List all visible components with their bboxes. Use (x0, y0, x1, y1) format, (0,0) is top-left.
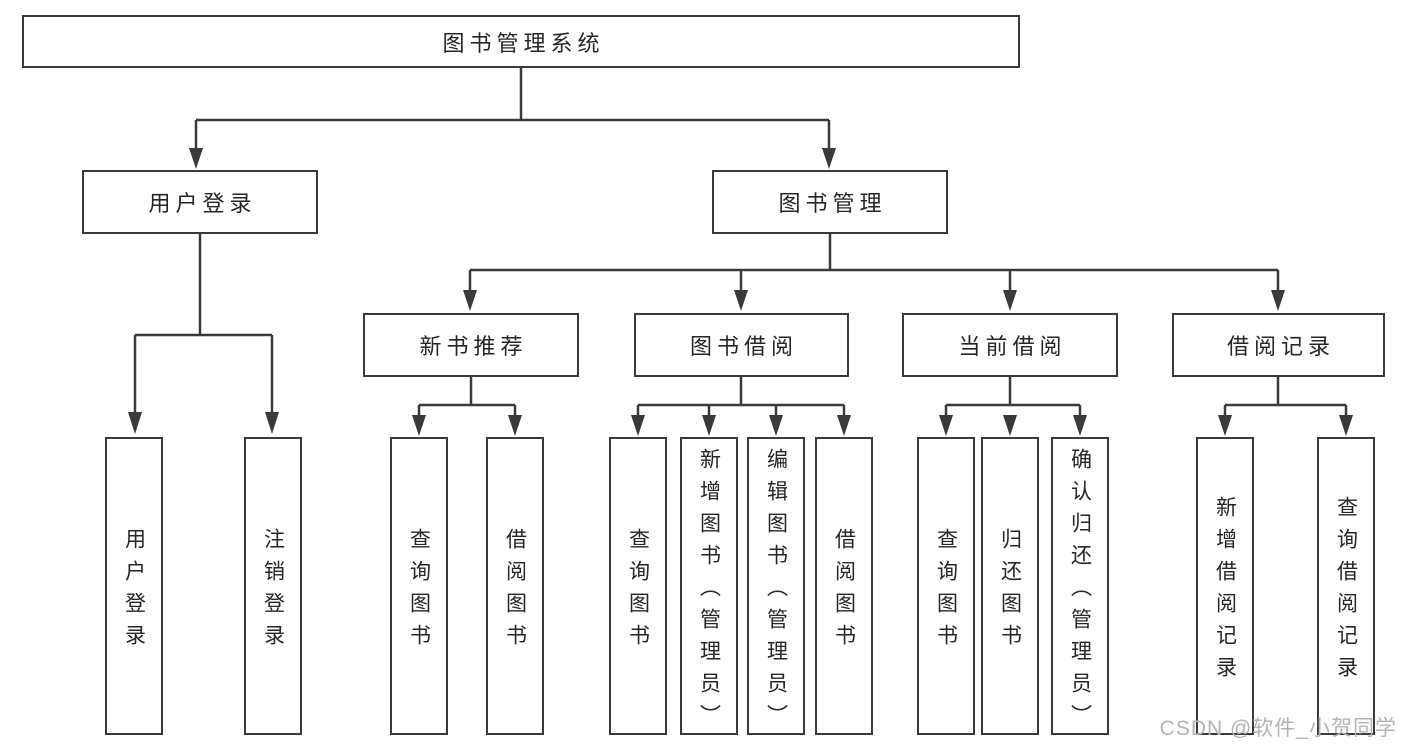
node-current-borrow-label: 当前借阅 (958, 334, 1067, 359)
leaf-return-books-label: 归还图书 (998, 527, 1022, 656)
csdn-watermark: CSDN @软件_小贺同学 (1159, 717, 1397, 740)
node-book-management: 图书管理 (712, 170, 948, 234)
leaf-return-books: 归还图书 (981, 437, 1039, 735)
node-book-borrow-label: 图书借阅 (689, 334, 798, 359)
leaf-query-books-borrow: 查询图书 (609, 437, 667, 735)
node-borrow-records: 借阅记录 (1172, 313, 1385, 377)
node-new-book-recommend-label: 新书推荐 (419, 334, 528, 359)
leaf-add-books-admin-label: 新增图书（管理员） (697, 447, 721, 736)
node-current-borrow: 当前借阅 (902, 313, 1118, 377)
leaf-query-borrow-record: 查询借阅记录 (1317, 437, 1375, 735)
leaf-add-books-admin: 新增图书（管理员） (680, 437, 738, 736)
node-borrow-records-label: 借阅记录 (1226, 334, 1335, 359)
leaf-query-books-borrow-label: 查询图书 (626, 527, 650, 656)
leaf-user-login-label: 用户登录 (122, 527, 146, 656)
leaf-query-books-current: 查询图书 (917, 437, 975, 735)
leaf-query-books-current-label: 查询图书 (934, 527, 958, 656)
leaf-confirm-return-admin: 确认归还（管理员） (1051, 437, 1109, 736)
leaf-query-books-recommend: 查询图书 (390, 437, 448, 735)
node-book-borrow: 图书借阅 (634, 313, 849, 377)
node-new-book-recommend: 新书推荐 (363, 313, 579, 377)
node-root: 图书管理系统 (22, 15, 1020, 68)
leaf-borrow-books-borrow: 借阅图书 (815, 437, 873, 735)
leaf-logout: 注销登录 (244, 437, 302, 735)
leaf-confirm-return-admin-label: 确认归还（管理员） (1068, 447, 1092, 736)
leaf-borrow-books-borrow-label: 借阅图书 (832, 527, 856, 656)
leaf-borrow-books-recommend: 借阅图书 (486, 437, 544, 735)
leaf-query-books-recommend-label: 查询图书 (407, 527, 431, 656)
leaf-logout-label: 注销登录 (261, 527, 285, 656)
node-book-management-label: 图书管理 (778, 191, 887, 216)
leaf-add-borrow-record: 新增借阅记录 (1196, 437, 1254, 735)
node-user-login: 用户登录 (82, 170, 318, 234)
node-root-label: 图书管理系统 (442, 30, 605, 56)
leaf-borrow-books-recommend-label: 借阅图书 (503, 527, 527, 656)
leaf-user-login: 用户登录 (105, 437, 163, 735)
leaf-edit-books-admin: 编辑图书（管理员） (747, 437, 805, 736)
node-user-login-label: 用户登录 (148, 191, 257, 216)
leaf-query-borrow-record-label: 查询借阅记录 (1334, 495, 1358, 688)
leaf-edit-books-admin-label: 编辑图书（管理员） (764, 447, 788, 736)
leaf-add-borrow-record-label: 新增借阅记录 (1213, 495, 1237, 688)
